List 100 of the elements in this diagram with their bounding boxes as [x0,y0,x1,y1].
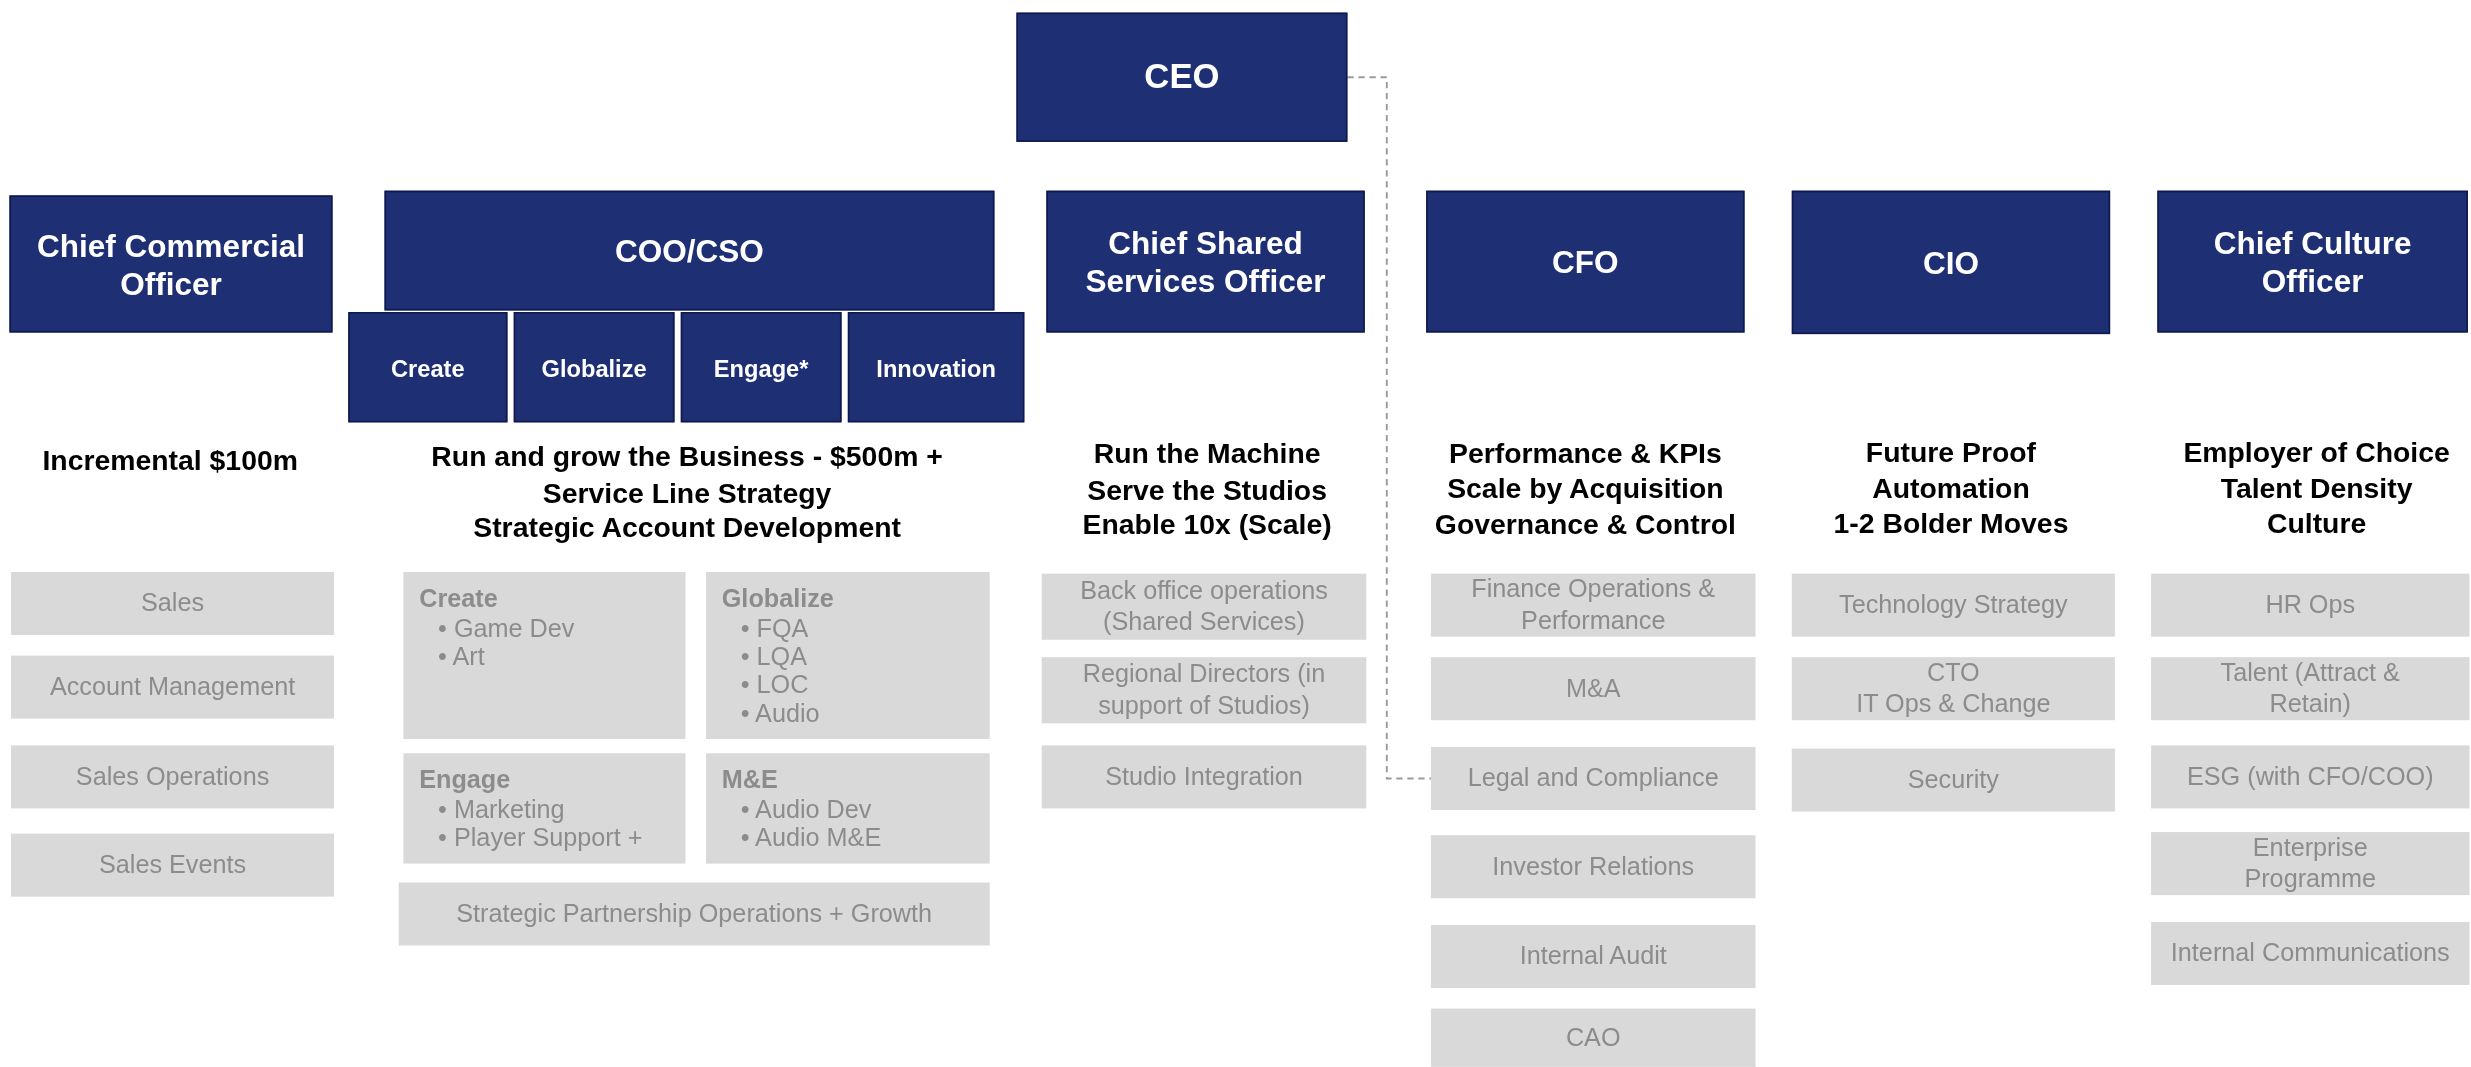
goal-text: Future Proof [1865,436,2037,470]
function-heading: Engage [419,764,511,795]
role-box [1791,190,2111,335]
role-title: Innovation [875,352,997,383]
role-box [513,312,675,423]
function-text: CTO [1925,657,1981,688]
role-title: COO/CSO [614,232,765,270]
function-box [403,753,686,864]
function-box [398,882,990,946]
role-title: CFO [1551,243,1620,281]
function-text: Talent (Attract & Retain) [2219,657,2401,720]
goal-text: Strategic Account Development [473,512,901,546]
bullet-item: • Art [438,642,486,672]
role-box [847,312,1025,423]
goal-text: Enable 10x (Scale) [1082,509,1332,543]
role-title: Chief Culture Officer [2212,224,2413,300]
function-text: Strategic Partnership Operations + Growth [455,898,934,929]
function-text: Regional Directors (in support of Studios) [1081,659,1327,721]
bullet-item: • FQA [740,614,810,643]
role-title: Chief Commercial Officer [36,226,306,302]
role-box [9,195,333,333]
function-box [403,572,686,740]
function-box [11,833,335,897]
role-box [2157,190,2468,333]
goal-text: Employer of Choice [2183,436,2450,470]
function-box [1430,747,1756,810]
function-text: IT Ops & Change [1855,689,2052,720]
function-box [2151,832,2470,896]
function-box [2151,745,2470,809]
function-text: Internal Communications [2169,938,2451,969]
role-title: Globalize [540,352,648,383]
goal-text: Run the Machine [1093,438,1321,472]
bullet-item: • LQA [740,642,808,672]
goal-text: Governance & Control [1434,509,1736,543]
function-box [1791,748,2115,812]
goal-text: Culture [2266,507,2367,541]
function-text: CAO [1564,1022,1622,1053]
function-box [1041,573,1367,640]
role-title: Create [390,352,466,383]
role-box [1046,190,1365,333]
goal-text: Performance & KPIs [1449,438,1722,472]
function-box [11,572,335,636]
role-box [680,312,842,423]
function-text: Security [1906,764,2000,795]
role-box [384,190,995,311]
function-text: Finance Operations & Performance [1470,574,1717,636]
function-box [2151,921,2470,985]
role-title: Engage* [712,352,810,383]
function-text: Technology Strategy [1838,589,2069,620]
function-text: Account Management [48,671,297,702]
function-box [706,572,990,740]
function-text: Sales Operations [74,761,271,792]
function-box [1430,925,1756,989]
function-text: Enterprise Programme [2243,832,2378,894]
function-box [1791,573,2115,637]
role-box [1426,190,1745,333]
goal-text: Talent Density [2220,472,2413,506]
function-box [706,753,990,864]
function-box [1430,573,1756,637]
function-heading: Create [419,583,498,614]
function-text: Sales Events [97,850,248,880]
function-box [2151,657,2470,721]
function-box [1430,835,1756,899]
function-text: HR Ops [2264,589,2357,620]
bullet-item: • Audio Dev [740,795,873,825]
bullet-item: • Marketing [438,795,566,825]
bullet-item: • Game Dev [438,614,575,643]
function-text: Investor Relations [1491,851,1696,882]
function-text: Studio Integration [1104,761,1304,792]
goal-text: Run and grow the Business - $500m + [431,441,943,475]
function-heading: M&E [721,764,778,795]
bullet-item: • LOC [740,671,810,700]
function-box [1041,745,1367,809]
function-text: Sales [140,588,206,619]
function-box [1430,657,1756,721]
goal-text: Scale by Acquisition [1447,472,1724,506]
goal-text: Serve the Studios [1087,474,1327,508]
bullet-item: • Audio [740,699,820,729]
role-title: CEO [1143,56,1221,98]
function-box [2151,573,2470,637]
bullet-item: • Audio M&E [740,824,882,853]
function-box [11,745,335,809]
role-box [1016,12,1348,142]
goal-text: Incremental $100m [42,444,298,478]
bullet-item: • Player Support + [438,824,643,853]
function-box [1791,657,2115,721]
function-box [1041,657,1367,724]
role-title: CIO [1921,244,1980,282]
function-heading: Globalize [721,583,834,614]
goal-text: Service Line Strategy [542,477,832,511]
goal-text: Automation [1872,472,2030,506]
function-box [11,655,335,719]
role-title: Chief Shared Services Officer [1084,224,1327,300]
role-box [348,312,508,423]
function-box [1430,1008,1756,1067]
function-text: Internal Audit [1518,941,1668,972]
function-text: M&A [1564,673,1622,704]
function-text: Legal and Compliance [1466,763,1720,794]
function-text: Back office operations (Shared Services) [1079,575,1329,638]
goal-text: 1-2 Bolder Moves [1833,507,2069,541]
